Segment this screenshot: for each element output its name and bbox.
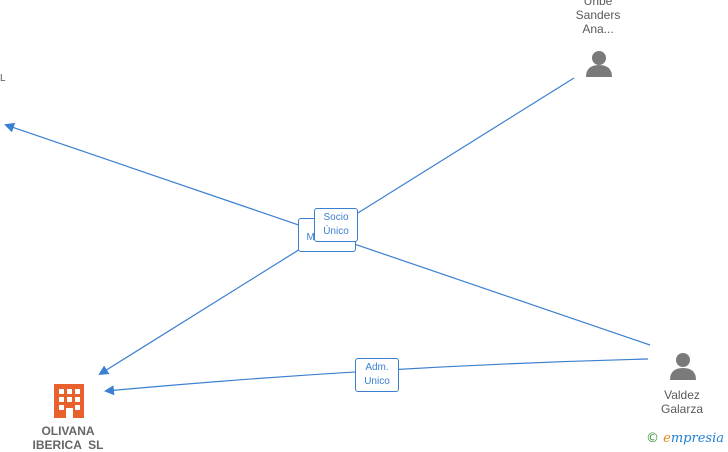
- edge-label-socio[interactable]: Socio Único: [314, 208, 358, 242]
- left-company-label-line: L: [0, 73, 6, 84]
- edge-label-line: Adm.: [365, 362, 389, 373]
- edge-label-line: Socio: [323, 212, 349, 223]
- edge-label-line: Unico: [364, 376, 390, 387]
- person-label-line: ...: [676, 416, 687, 424]
- person-label-line: Ana...: [582, 22, 614, 36]
- person-label-line: Sanders: [575, 8, 621, 22]
- person-label-line: Uribe: [583, 0, 613, 8]
- brand-watermark: © empresia: [646, 431, 724, 446]
- person-icon: [670, 353, 696, 380]
- person-label-line: Valdez: [664, 388, 700, 402]
- person-label-line: Galarza: [660, 402, 704, 416]
- person-icon: [586, 51, 612, 77]
- edge-label-line: Único: [323, 226, 349, 237]
- building-icon: [54, 384, 84, 418]
- left-company-label[interactable]: L: [0, 72, 8, 86]
- brand-e: e: [663, 431, 671, 446]
- person-label-right[interactable]: Valdez Galarza ...: [646, 388, 718, 424]
- person-label-top[interactable]: Uribe Sanders Ana...: [560, 0, 636, 36]
- company-label[interactable]: OLIVANA IBERICA SL: [20, 424, 116, 452]
- edge-label-adm[interactable]: Adm. Unico: [355, 358, 399, 392]
- copyright-icon: ©: [646, 431, 660, 446]
- company-label-line: OLIVANA: [41, 424, 95, 438]
- brand-rest: mpresia: [670, 431, 724, 446]
- company-label-line: IBERICA SL: [32, 438, 104, 452]
